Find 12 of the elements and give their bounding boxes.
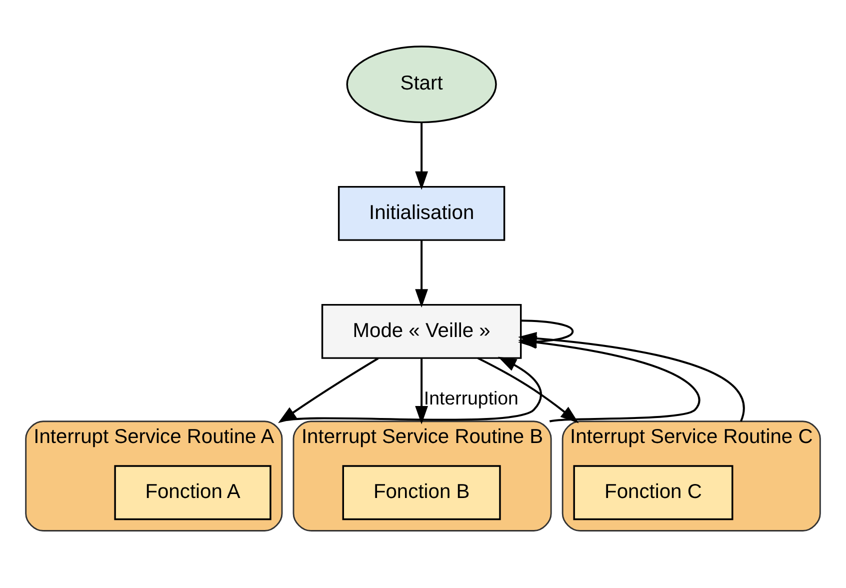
arrow [415, 240, 428, 308]
node-ellipse: Start [346, 45, 497, 123]
node-box: Mode « Veille » [321, 303, 522, 358]
node-box: Initialisation [338, 185, 506, 240]
arrow [415, 122, 428, 190]
edge-label: Interruption [424, 387, 518, 408]
node-box: Fonction B [342, 464, 501, 520]
arrow [280, 356, 542, 422]
node-box: Fonction C [573, 464, 734, 520]
arrow [415, 358, 428, 424]
node-box: Fonction A [114, 464, 272, 520]
arrow [477, 356, 579, 423]
